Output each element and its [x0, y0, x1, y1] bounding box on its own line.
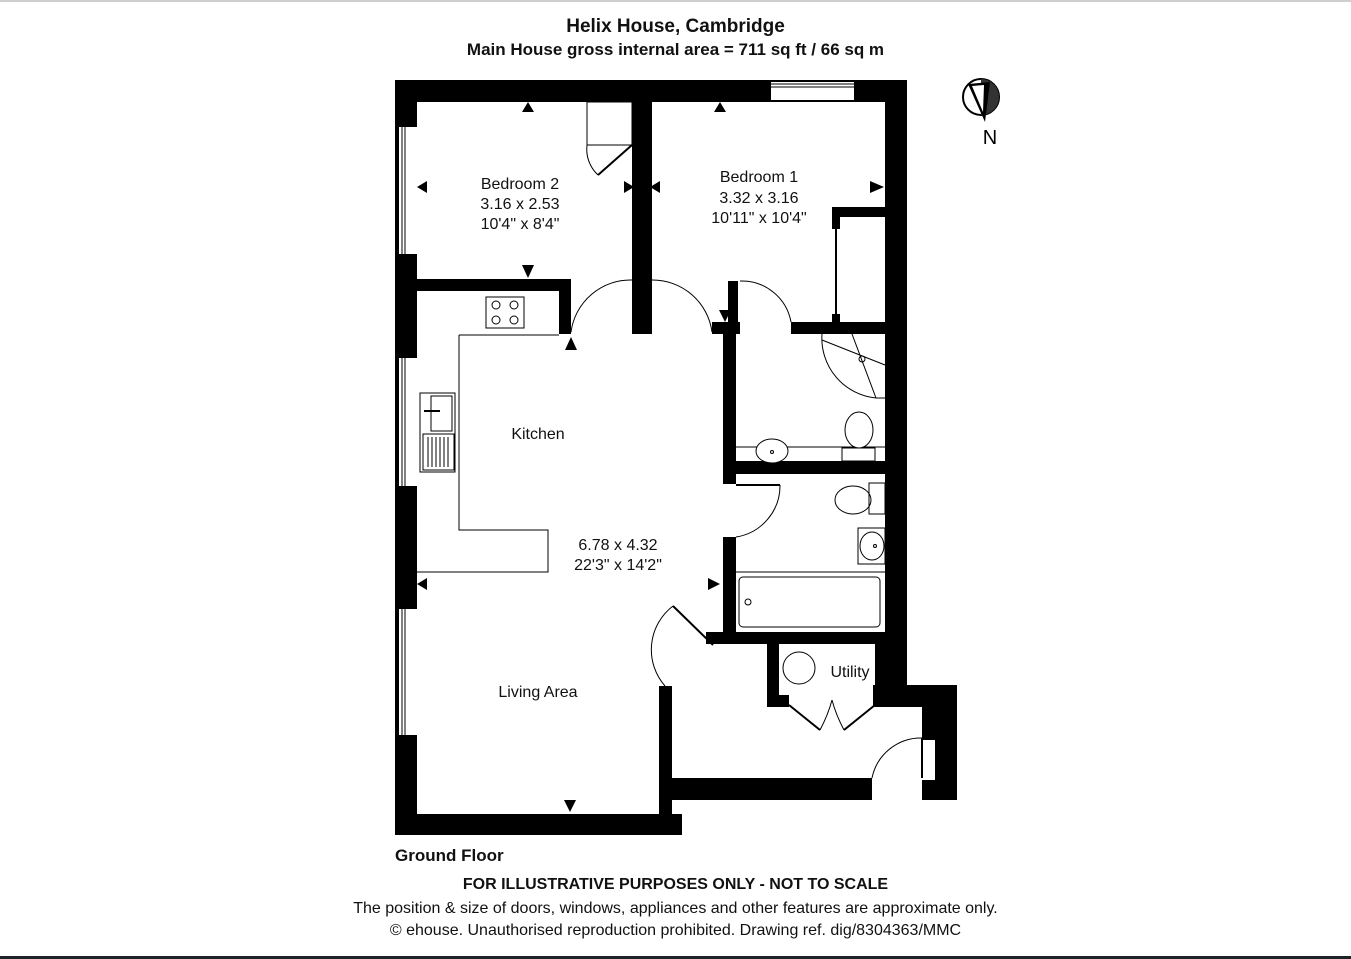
doors [570, 101, 923, 779]
svg-text:3.16 x 2.53: 3.16 x 2.53 [480, 196, 559, 213]
floor-label: Ground Floor [395, 846, 504, 865]
shower-icon [821, 333, 886, 399]
bath-icon [738, 576, 881, 628]
room-label-living-area: Living Area [498, 684, 577, 701]
toilet-icon [834, 485, 872, 515]
disclaimer-note: The position & size of doors, windows, a… [353, 900, 998, 917]
room-label-bedroom-1: Bedroom 1 3.32 x 3.16 10'11" x 10'4" [711, 169, 806, 227]
dimension-arrows [417, 102, 884, 812]
page-title: Helix House, Cambridge [566, 16, 785, 37]
fixtures [417, 296, 886, 685]
toilet-icon [844, 411, 874, 449]
walls [395, 80, 957, 835]
copyright-notice: © ehouse. Unauthorised reproduction proh… [389, 922, 962, 939]
svg-text:6.78 x 4.32: 6.78 x 4.32 [578, 537, 657, 554]
room-label-bedroom-2: Bedroom 2 3.16 x 2.53 10'4" x 8'4" [480, 176, 559, 233]
room-label-kitchen: Kitchen [511, 426, 564, 443]
north-label: N [983, 127, 997, 149]
svg-text:3.32 x 3.16: 3.32 x 3.16 [719, 190, 798, 207]
svg-text:Living Area: Living Area [498, 684, 577, 701]
svg-text:Bedroom 1: Bedroom 1 [720, 169, 798, 186]
disclaimer-heading: FOR ILLUSTRATIVE PURPOSES ONLY - NOT TO … [462, 876, 889, 893]
top-border [0, 0, 1351, 2]
room-label-utility: Utility [830, 664, 869, 681]
washing-machine-icon [782, 651, 816, 685]
sink-icon [419, 392, 456, 473]
north-arrow-icon: N [962, 78, 1000, 149]
svg-text:10'4" x 8'4": 10'4" x 8'4" [481, 216, 560, 233]
svg-text:Bedroom 2: Bedroom 2 [481, 176, 559, 193]
room-dimensions-living-kitchen: 6.78 x 4.32 22'3" x 14'2" [574, 537, 662, 574]
svg-text:Utility: Utility [830, 664, 869, 681]
hob-icon [485, 296, 525, 329]
basin-icon [859, 531, 885, 561]
svg-text:Kitchen: Kitchen [511, 426, 564, 443]
bottom-border [0, 956, 1351, 959]
svg-text:10'11" x 10'4": 10'11" x 10'4" [711, 210, 806, 227]
gross-area-subtitle: Main House gross internal area = 711 sq … [466, 40, 885, 59]
svg-text:22'3" x 14'2": 22'3" x 14'2" [574, 557, 662, 574]
